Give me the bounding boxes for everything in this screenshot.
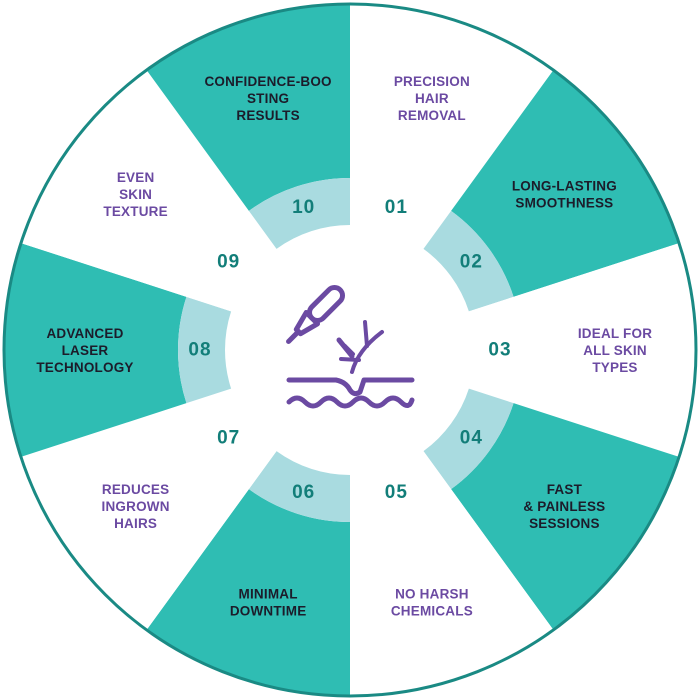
segment-label: PRECISION HAIR REMOVAL	[394, 74, 470, 123]
segment-label-line: IDEAL FOR	[578, 326, 652, 341]
segment-number: 05	[385, 482, 408, 503]
segment-number: 03	[488, 340, 511, 361]
segment-label: REDUCES INGROWN HAIRS	[102, 482, 170, 531]
segment-label-line: TYPES	[592, 360, 637, 375]
segment-label-line: REDUCES	[102, 482, 169, 497]
segment-01: 01 PRECISION HAIR REMOVAL	[350, 4, 554, 249]
segment-label-line: INGROWN	[102, 499, 170, 514]
segment-label: ADVANCED LASER TECHNOLOGY	[36, 326, 133, 375]
segment-number: 08	[188, 340, 211, 361]
segment-number-band	[248, 178, 350, 249]
segment-wedge	[350, 451, 554, 696]
segment-label-line: TEXTURE	[103, 204, 167, 219]
segment-wedge	[350, 4, 554, 249]
segment-label-line: ADVANCED	[46, 326, 123, 341]
segment-label: LONG-LASTING SMOOTHNESS	[512, 179, 617, 211]
segment-wedge	[146, 489, 350, 696]
segment-wedge	[3, 243, 187, 457]
segment-number-band	[178, 296, 232, 404]
segment-number-band	[423, 388, 514, 490]
segment-label: EVEN SKIN TEXTURE	[103, 170, 167, 219]
segment-label-line: REMOVAL	[398, 108, 466, 123]
segment-label-line: ALL SKIN	[583, 343, 647, 358]
segment-05: 05 NO HARSH CHEMICALS	[350, 451, 554, 696]
segment-label: MINIMAL DOWNTIME	[230, 587, 307, 619]
segment-label-line: PRECISION	[394, 74, 470, 89]
segment-label-line: SMOOTHNESS	[515, 196, 613, 211]
segment-label-line: HAIR	[415, 91, 449, 106]
segment-number: 07	[217, 428, 240, 449]
segment-label-line: HAIRS	[114, 516, 157, 531]
segment-wedge	[146, 4, 350, 211]
segment-02: 02 LONG-LASTING SMOOTHNESS	[423, 70, 680, 312]
segment-wedge	[20, 388, 277, 630]
segment-number: 02	[460, 251, 483, 272]
segment-number: 04	[460, 428, 483, 449]
segment-label-line: SKIN	[119, 187, 152, 202]
segment-08: 08 ADVANCED LASER TECHNOLOGY	[3, 243, 232, 457]
segment-label-line: MINIMAL	[239, 587, 298, 602]
segment-label-line: TECHNOLOGY	[36, 360, 133, 375]
segment-number-band	[423, 210, 514, 312]
laser-hair-removal-icon	[286, 284, 415, 409]
segment-label-line: & PAINLESS	[523, 499, 605, 514]
segment-label-line: EVEN	[117, 170, 155, 185]
segment-10: 10 CONFIDENCE-BOO STING RESULTS	[146, 4, 350, 249]
segment-label: CONFIDENCE-BOO STING RESULTS	[204, 74, 331, 123]
segment-label: IDEAL FOR ALL SKIN TYPES	[578, 326, 652, 375]
segment-label-line: LONG-LASTING	[512, 179, 617, 194]
segment-number: 06	[292, 482, 315, 503]
segment-label-line: DOWNTIME	[230, 604, 307, 619]
segment-09: 09 EVEN SKIN TEXTURE	[20, 70, 277, 312]
segment-wedge	[468, 243, 696, 457]
segment-number: 10	[292, 197, 315, 218]
segment-label-line: CONFIDENCE-BOO	[204, 74, 331, 89]
segment-label-line: FAST	[547, 482, 583, 497]
segment-label-line: LASER	[62, 343, 109, 358]
segment-label-line: SESSIONS	[529, 516, 600, 531]
segment-number: 09	[217, 251, 240, 272]
segment-number: 01	[385, 197, 408, 218]
segment-03: 03 IDEAL FOR ALL SKIN TYPES	[468, 243, 696, 457]
segment-wedge	[451, 403, 680, 630]
segment-label-line: CHEMICALS	[391, 604, 473, 619]
segment-label-line: NO HARSH	[395, 587, 469, 602]
segment-label-line: RESULTS	[236, 108, 299, 123]
segment-label-line: STING	[247, 91, 289, 106]
segment-label: NO HARSH CHEMICALS	[391, 587, 473, 619]
segment-wedge	[451, 70, 680, 297]
segment-label: FAST & PAINLESS SESSIONS	[523, 482, 605, 531]
segment-wedge	[20, 70, 277, 312]
segment-number-band	[248, 451, 350, 522]
